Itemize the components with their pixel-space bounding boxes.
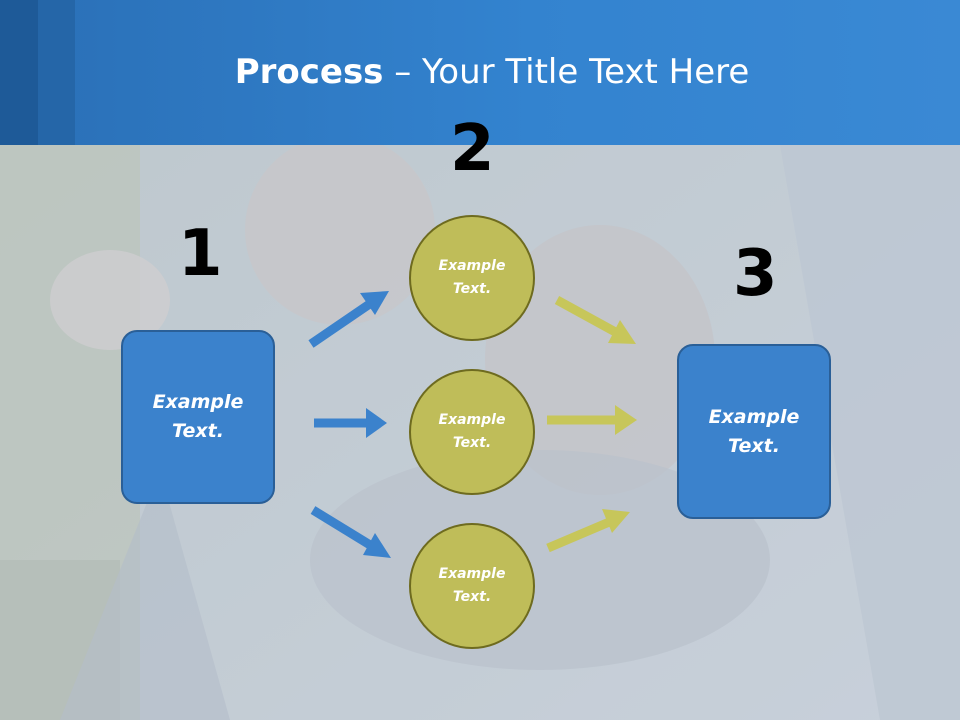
left-box-label: Example Text.	[152, 391, 244, 442]
arrow-left-to-middle	[314, 408, 387, 438]
circle-middle-label: Example Text.	[438, 412, 506, 451]
arrow-left-to-top	[308, 291, 389, 348]
arrow-left-to-bottom	[310, 506, 391, 558]
arrow-middle-to-right	[547, 405, 637, 435]
step-number-2: 2	[450, 112, 495, 186]
title-bold: Process	[234, 52, 384, 92]
circle-node-bottom[interactable]: Example Text.	[409, 523, 535, 649]
step-number-3: 3	[733, 237, 778, 311]
title-rest: – Your Title Text Here	[383, 52, 750, 92]
circle-top-label: Example Text.	[438, 258, 506, 297]
right-box-label: Example Text.	[708, 405, 800, 457]
circle-node-top[interactable]: Example Text.	[409, 215, 535, 341]
step-number-1: 1	[178, 217, 223, 291]
slide-title[interactable]: Process – Your Title Text Here	[0, 52, 960, 92]
header-bar: Process – Your Title Text Here	[0, 0, 960, 145]
arrow-bottom-to-right	[546, 509, 630, 553]
circle-bottom-label: Example Text.	[438, 566, 506, 605]
left-process-box[interactable]: Example Text.	[121, 330, 275, 504]
header-accent-stripe	[0, 0, 38, 145]
circle-node-middle[interactable]: Example Text.	[409, 369, 535, 495]
arrow-top-to-right	[554, 296, 636, 344]
right-process-box[interactable]: Example Text.	[677, 344, 831, 519]
header-accent-stripe-2	[38, 0, 75, 145]
